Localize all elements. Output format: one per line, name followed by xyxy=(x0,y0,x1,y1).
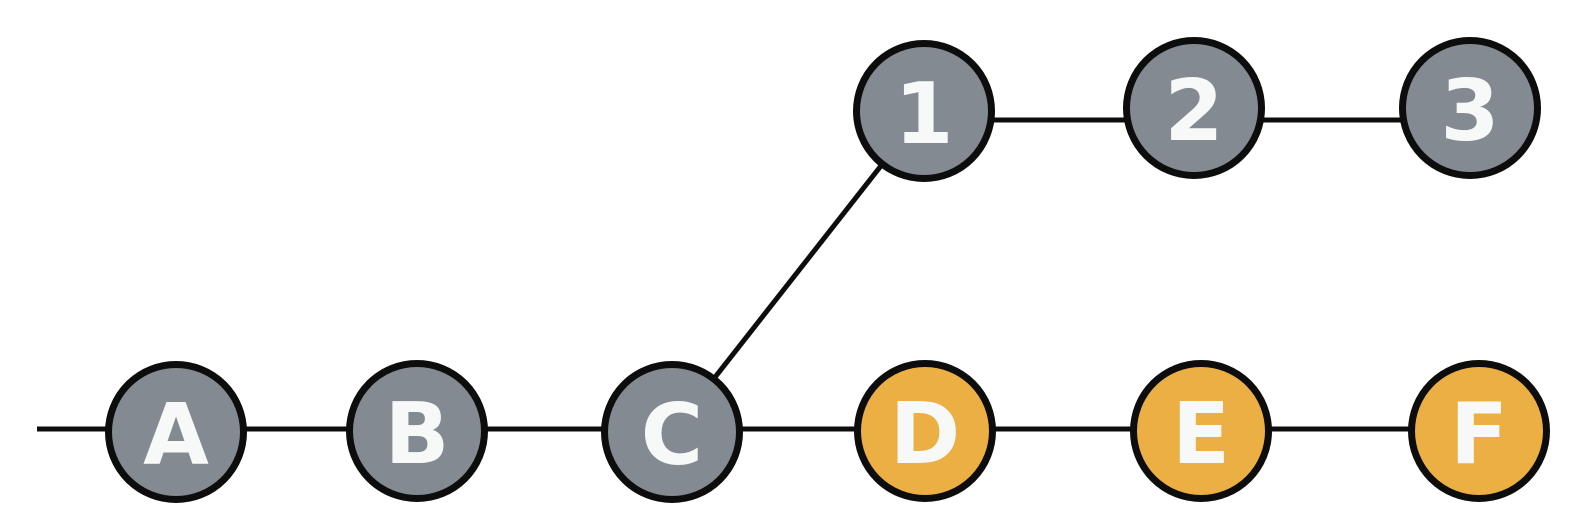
node-1-label: 1 xyxy=(894,65,953,164)
node-A: A xyxy=(105,361,247,503)
node-D-circle xyxy=(854,360,996,502)
node-D: D xyxy=(854,360,996,502)
node-F: F xyxy=(1408,360,1550,502)
node-3-label: 3 xyxy=(1440,62,1499,161)
node-E-label: E xyxy=(1172,385,1230,484)
node-A-circle xyxy=(105,361,247,503)
node-E: E xyxy=(1130,360,1272,502)
node-3: 3 xyxy=(1399,37,1541,179)
node-B-circle xyxy=(346,360,488,502)
node-C-circle xyxy=(601,361,743,503)
node-C: C xyxy=(601,361,743,503)
node-A-label: A xyxy=(143,386,209,485)
node-2: 2 xyxy=(1123,37,1265,179)
node-D-label: D xyxy=(890,385,961,484)
node-C-label: C xyxy=(641,386,703,485)
node-2-circle xyxy=(1123,37,1265,179)
node-3-circle xyxy=(1399,37,1541,179)
node-1: 1 xyxy=(853,40,995,182)
node-E-circle xyxy=(1130,360,1272,502)
node-2-label: 2 xyxy=(1164,62,1223,161)
node-1-circle xyxy=(853,40,995,182)
node-B: B xyxy=(346,360,488,502)
node-F-circle xyxy=(1408,360,1550,502)
node-F-label: F xyxy=(1450,385,1508,484)
node-B-label: B xyxy=(385,385,450,484)
